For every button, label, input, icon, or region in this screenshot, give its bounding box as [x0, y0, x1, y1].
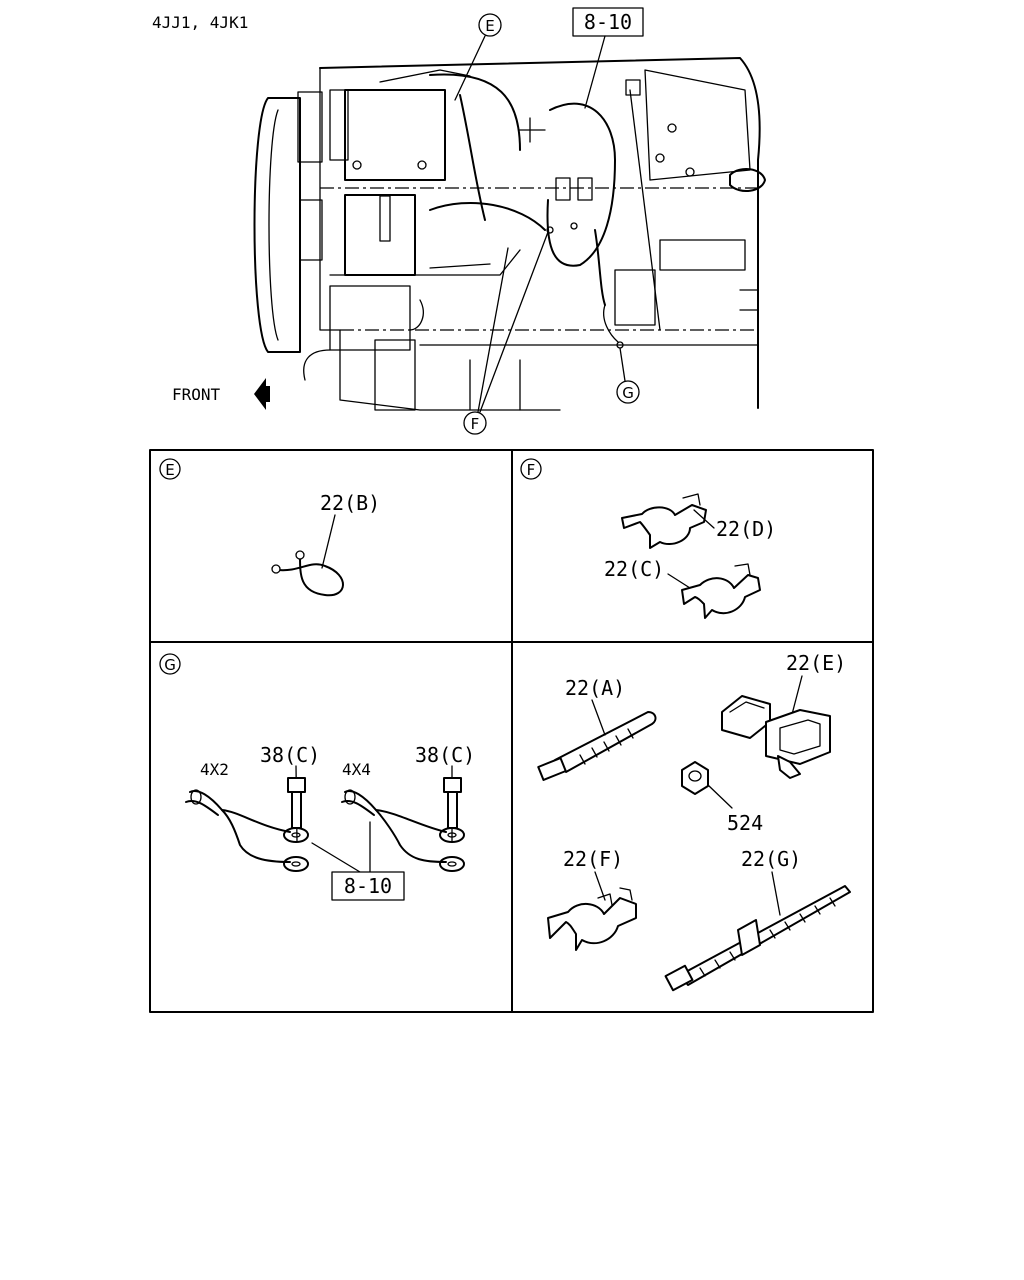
clip-22d	[621, 504, 707, 549]
engine-block-outline	[319, 57, 761, 409]
overview-mark-f-leader-1	[477, 247, 509, 413]
panel-g: G 4X2 4X4 38(C) 38(C)	[159, 653, 475, 901]
panel-g-ref-label: 8-10	[344, 874, 392, 898]
overview-mark-e	[478, 13, 502, 37]
cable-tie-22a	[537, 711, 657, 781]
overview-ref-box	[572, 7, 644, 37]
overview-ref-label: 8-10	[584, 10, 632, 34]
front-arrow-icon	[254, 378, 270, 410]
overview-mark-g-label: G	[622, 384, 634, 402]
overview-mark-f	[463, 411, 487, 435]
overview-mark-f-label: F	[471, 415, 480, 433]
panel-e: E 22(B)	[159, 458, 380, 597]
part-label-38c-2: 38(C)	[415, 743, 475, 767]
ring-terminal-4x4-lower	[439, 856, 465, 872]
panel-g-ref-box	[331, 871, 405, 901]
panel-e-mark-label: E	[165, 461, 174, 479]
part-label-22d: 22(D)	[716, 517, 776, 541]
part-label-22b: 22(B)	[320, 491, 380, 515]
panel-g-mark	[159, 653, 181, 675]
overview-mark-e-label: E	[485, 17, 494, 35]
variant-label-4x4: 4X4	[342, 760, 371, 779]
intake-manifold	[644, 69, 751, 181]
harness-cable-1	[429, 73, 521, 151]
battery-cable-loop	[546, 102, 616, 267]
engine-overview-illustration	[253, 57, 766, 411]
variant-label-4x2: 4X2	[200, 760, 229, 779]
part-label-22f: 22(F)	[563, 847, 623, 871]
ground-cable-4x2	[185, 777, 309, 872]
ground-cable-4x4	[341, 777, 465, 872]
part-leader-524	[707, 784, 733, 809]
ring-terminal-4x2-upper	[283, 827, 309, 843]
panel-g-mark-label: G	[164, 656, 176, 674]
panel-f-mark-label: F	[527, 461, 536, 479]
ring-terminal-4x2-lower	[283, 856, 309, 872]
overview-mark-f-leader-2	[479, 231, 549, 413]
panel-f-mark	[520, 458, 542, 480]
harness-cable-3	[429, 201, 546, 231]
ref-leader-4x2	[311, 842, 361, 873]
compressor-body	[344, 89, 446, 181]
part-label-524: 524	[727, 811, 763, 835]
panel-e-mark	[159, 458, 181, 480]
overview-mark-g-leader	[619, 347, 626, 382]
part-leader-22c	[667, 573, 691, 589]
part-label-22a: 22(A)	[565, 676, 625, 700]
bulb-component	[729, 168, 766, 192]
part-label-22e: 22(E)	[786, 651, 846, 675]
panel-parts: 22(A) 22(E) 524 22(F) 22(G)	[537, 651, 851, 992]
overview-ref-leader	[584, 35, 606, 109]
bolt-4x4	[447, 789, 458, 829]
part-label-22g: 22(G)	[741, 847, 801, 871]
part-label-38c-1: 38(C)	[260, 743, 320, 767]
nut-524	[681, 761, 709, 795]
part-leader-22a	[591, 699, 606, 736]
front-direction-label: FRONT	[172, 385, 221, 404]
overview-mark-e-leader	[454, 35, 486, 101]
part-leader-22g	[771, 871, 781, 916]
cable-tie-22g	[664, 885, 851, 992]
clip-22f	[547, 897, 637, 951]
overview-mark-g	[616, 380, 640, 404]
bolt-head-4x2	[287, 777, 306, 793]
hose-clip-22b	[277, 555, 344, 597]
part-leader-22f	[594, 871, 606, 901]
clip-22e	[721, 695, 831, 779]
bolt-4x2	[291, 789, 302, 829]
engine-codes-label: 4JJ1, 4JK1	[152, 13, 248, 32]
part-label-22c: 22(C)	[604, 557, 664, 581]
clip-22c	[681, 574, 761, 619]
panel-f: F 22(D) 22(C)	[520, 458, 776, 619]
bolt-head-4x4	[443, 777, 462, 793]
part-leader-22b	[321, 514, 336, 569]
harness-cable-2	[459, 94, 486, 221]
fan-pulley	[253, 97, 301, 353]
part-leader-22d	[693, 509, 715, 529]
